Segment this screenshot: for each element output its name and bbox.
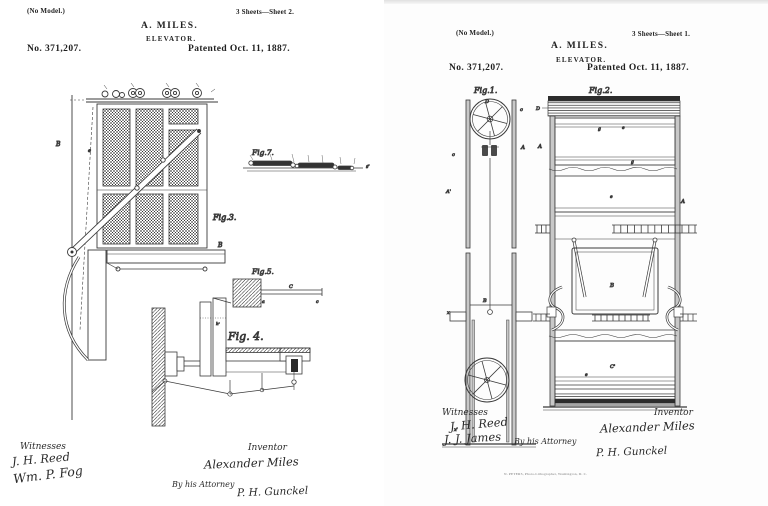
catch-detail [280,348,310,390]
break-line [549,335,677,338]
ref-label-a: A [520,145,525,151]
attorney-prefix: By his Attorney [514,438,576,446]
slide-bar [298,163,334,168]
ref-label-g: g [598,127,601,132]
attorney-signature: P. H. Gunckel [237,486,309,499]
fig7-drawing: Fig.7. g' [243,148,370,171]
fig1-label: Fig.1. [473,86,497,95]
bottom-pulley-wheel [465,358,509,402]
curved-brackets [547,287,683,330]
sheet2-drawings: B e B Fig.3. Fig.7. g' Fig.5. C c [0,0,384,506]
ref-label-d: D [535,106,540,112]
printer-credit-line: N. PETERS, Photo-Lithographer, Washingto… [504,473,587,477]
ref-label-h: h' [216,321,220,326]
witness-signature: J. J. James [444,432,502,446]
counterweight [481,145,499,156]
ref-label-e: e [88,148,91,154]
shaft-rail [512,253,516,445]
break-line [549,167,677,171]
car-opening [572,248,658,314]
platform-beam [107,250,225,263]
fig4-label: Fig. 4. [227,330,264,343]
hatched-block [233,279,261,307]
striped-band [548,101,680,116]
bearing-block [165,352,177,376]
ref-label-b: B [55,141,61,148]
sheet1-drawings: Fig.1. [384,0,768,506]
crosshatched-pane [136,194,163,244]
shaft-rail [512,100,516,248]
fig2-drawing: Fig.2. D g e g A e A [533,86,697,410]
rack-ladder [535,225,697,233]
side-tab [450,312,466,321]
ref-label-g: g' [366,163,370,168]
fig4-drawing: Fig. 4. h' [152,298,310,426]
ref-label-b: B [217,242,223,249]
ref-label-g: g [631,160,634,165]
crosshatched-pane [103,109,130,186]
ref-label-b: B [609,283,614,289]
fig3-label: Fig.3. [212,213,236,222]
attorney-prefix: By his Attorney [172,481,234,489]
ref-label-a-prime: A' [445,189,451,195]
side-rail [675,116,680,406]
upper-panel [555,118,675,165]
ref-label-c: c [316,300,319,305]
ref-label-c-prime: C' [610,364,615,370]
ref-label-b: B [482,298,487,304]
fig5-label: Fig.5. [251,267,274,276]
fig1-drawing: Fig.1. [442,86,536,447]
linkage-rods [152,373,294,396]
guide-plate [200,302,211,376]
bracket-plate [88,250,106,360]
top-dark-band [548,96,680,101]
ref-label-x: x [447,311,450,316]
car-floor-ladder [592,315,650,321]
mid-panel [555,176,675,212]
side-rail [550,116,555,406]
inventor-heading: Inventor [654,409,693,418]
ref-label-c: c [520,107,523,113]
ref-label-a: A [680,199,685,205]
top-rollers [102,83,215,98]
ref-label-e: e [610,195,613,200]
shaft-rail [466,100,470,248]
ref-label-c: C [289,284,293,290]
fig2-label: Fig.2. [588,86,612,95]
ref-label-a: A [537,144,542,150]
ref-label-a: a [262,300,265,305]
crosshatched-pane [169,109,198,124]
attorney-signature: P. H. Gunckel [596,446,668,459]
curved-arm [64,257,88,360]
ref-label-d: D [484,99,489,105]
bottom-dark-band [555,399,675,404]
ref-label-e: e [622,126,625,131]
inventor-heading: Inventor [248,444,287,453]
patent-sheet-1: (No Model.) 3 Sheets—Sheet 1. A. MILES. … [384,0,768,506]
hatched-wall [152,308,165,426]
patent-sheet-2: (No Model.) 3 Sheets—Sheet 2. A. MILES. … [0,0,384,506]
side-tab [516,312,532,321]
fig5-drawing: Fig.5. C c a [233,267,322,307]
ref-label-c: c [452,152,455,158]
crosshatched-pane [169,194,198,244]
guide-plate [213,298,226,376]
slide-bar [252,161,292,166]
car-braces [572,238,657,297]
link-rod [107,263,207,271]
